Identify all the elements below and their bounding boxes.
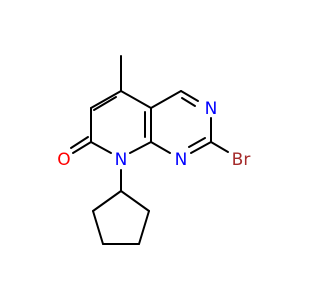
bond-cp5-cp1	[92, 190, 122, 212]
bond-c7-o-a	[72, 141, 92, 154]
bond-c4-n3-double	[181, 97, 196, 107]
atom-nitrogen-bottom: N	[175, 150, 188, 170]
chemical-structure: N N N O Br	[0, 0, 300, 300]
bond-c5-c6	[90, 90, 122, 109]
bond-c2-br	[210, 141, 229, 153]
canvas-background	[0, 0, 300, 300]
bonds	[70, 55, 229, 245]
atom-nitrogen-ring: N	[115, 150, 128, 170]
bond-c5-c6-double	[93, 96, 117, 111]
bond-c7-n8	[90, 141, 112, 154]
bond-c2-n1	[190, 141, 212, 154]
bond-n1-c8a	[150, 141, 171, 154]
bond-cp2-cp3	[138, 210, 150, 245]
bond-c4-n3	[180, 90, 199, 102]
bond-n8-c8a	[129, 141, 152, 154]
atom-oxygen: O	[57, 150, 70, 170]
bond-c4a-c4	[150, 90, 182, 109]
bond-c4a-c5	[120, 90, 152, 109]
bond-cp4-cp5	[92, 210, 104, 245]
bond-c7-o-b	[70, 136, 89, 149]
bond-cp1-cp2	[120, 190, 150, 212]
bond-c2-n1-double	[188, 137, 206, 148]
atom-nitrogen-top: N	[205, 99, 218, 119]
atom-bromine: Br	[232, 150, 251, 170]
atom-labels: N N N O Br	[57, 99, 250, 170]
